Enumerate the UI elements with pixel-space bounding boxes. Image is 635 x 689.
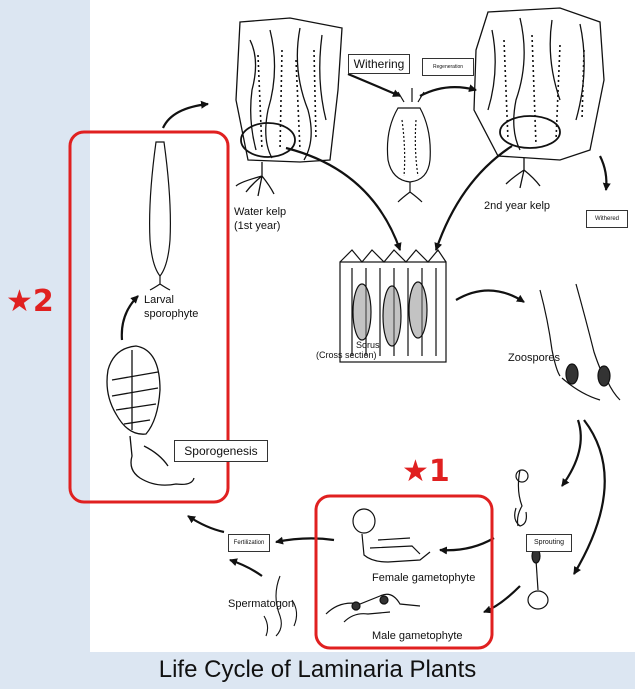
marker-star-2: ★2: [6, 284, 54, 319]
withered-label: Withered: [586, 210, 628, 228]
larval-sporophyte-line1: Larval: [144, 294, 174, 306]
second-year-kelp-label: 2nd year kelp: [484, 200, 550, 212]
diagram-caption: Life Cycle of Laminaria Plants: [0, 656, 635, 684]
larval-sporophyte-line2: sporophyte: [144, 308, 198, 320]
spermatogon-label: Spermatogon: [228, 598, 294, 610]
male-gametophyte-label: Male gametophyte: [372, 630, 463, 642]
zoospores-label: Zoospores: [508, 352, 560, 364]
fertilization-label: Fertilization: [228, 534, 270, 552]
female-gametophyte-label: Female gametophyte: [372, 572, 475, 584]
regeneration-label: Regeneration: [422, 58, 474, 76]
marker-star-1: ★1: [402, 454, 450, 489]
sporogenesis-label: Sporogenesis: [174, 440, 268, 462]
withering-label: Withering: [348, 54, 410, 74]
first-year-label: (1st year): [234, 220, 280, 232]
sorus-label: Sorus: [356, 340, 380, 350]
water-kelp-label: Water kelp: [234, 206, 286, 218]
sprouting-label: Sprouting: [526, 534, 572, 552]
sorus-cross-section-label: (Cross section): [316, 350, 377, 360]
